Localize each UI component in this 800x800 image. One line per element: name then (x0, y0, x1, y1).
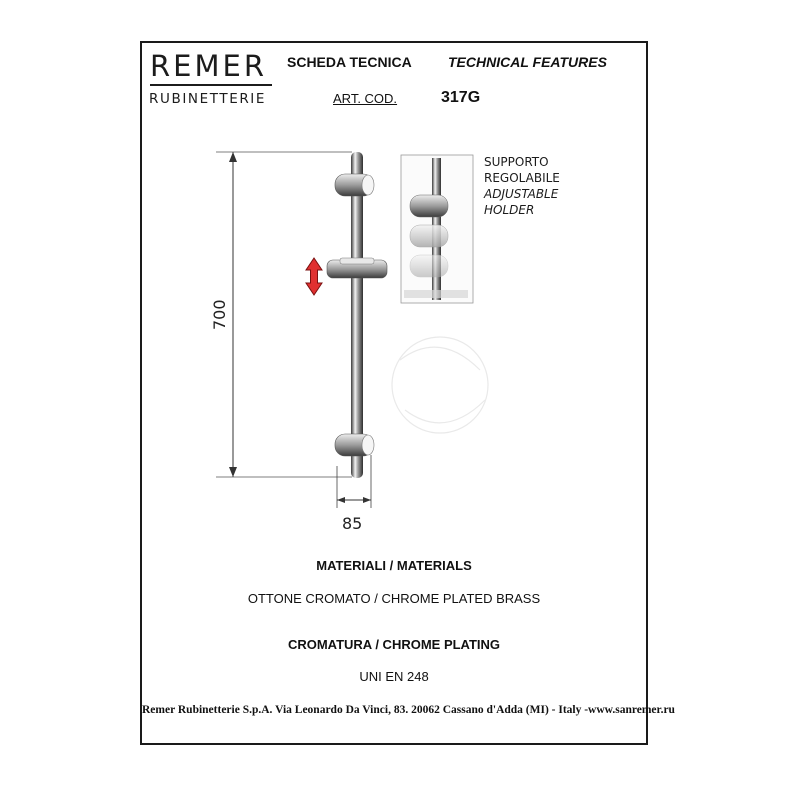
shower-rail (326, 152, 388, 478)
brand-logo-name: REMER (150, 49, 267, 83)
callout-line-1: SUPPORTO (484, 155, 549, 169)
art-code-label: ART. COD. (333, 91, 398, 106)
faint-background-sketch (391, 336, 489, 434)
brand-logo-subtitle: RUBINETTERIE (149, 91, 267, 107)
materials-value: OTTONE CROMATO / CHROME PLATED BRASS (247, 591, 541, 606)
title-italian: SCHEDA TECNICA (287, 54, 412, 70)
adjust-arrow-icon (305, 257, 323, 296)
width-dimension-label: 85 (342, 514, 363, 533)
company-footer: Remer Rubinetterie S.p.A. Via Leonardo D… (142, 704, 675, 716)
callout-line-3: ADJUSTABLE (484, 187, 559, 201)
holder-detail-inset (400, 154, 474, 304)
callout-line-2: REGOLABILE (484, 171, 560, 185)
materials-title: MATERIALI / MATERIALS (316, 558, 472, 573)
height-dimension (216, 151, 352, 478)
adjustable-holder-callout: SUPPORTO REGOLABILE ADJUSTABLE HOLDER (484, 154, 560, 218)
width-dimension (336, 455, 372, 508)
callout-line-4: HOLDER (484, 203, 535, 217)
spec-sheet-frame (140, 41, 648, 745)
plating-value: UNI EN 248 (359, 669, 429, 684)
height-dimension-label: 700 (210, 299, 229, 330)
title-english: TECHNICAL FEATURES (448, 54, 607, 70)
brand-logo-rule (150, 84, 272, 86)
plating-title: CROMATURA / CHROME PLATING (287, 637, 501, 652)
art-code-value: 317G (441, 89, 481, 106)
